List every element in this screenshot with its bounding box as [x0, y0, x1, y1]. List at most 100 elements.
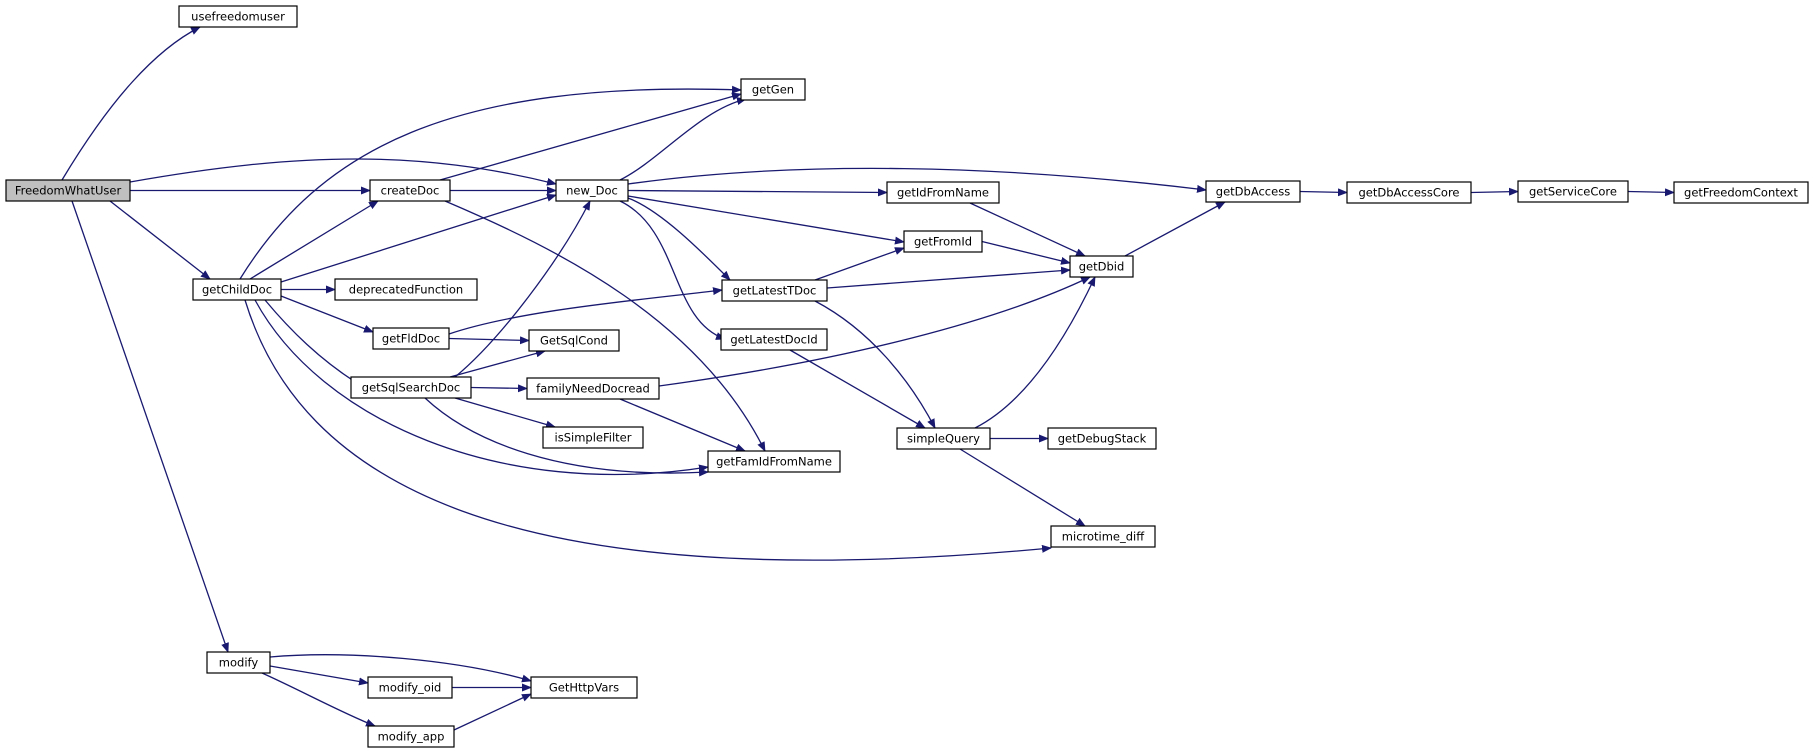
node-label: getFromId: [914, 235, 972, 249]
node-box[interactable]: [1517, 180, 1629, 203]
node-getDbAccess[interactable]: getDbAccess: [1205, 180, 1301, 203]
edge-createDoc-to-getGen: [439, 92, 742, 181]
node-getIdFromName[interactable]: getIdFromName: [886, 181, 1000, 204]
node-label: getDbAccessCore: [1358, 186, 1459, 200]
node-getLatestTDoc[interactable]: getLatestTDoc: [721, 279, 828, 302]
edge-modify_app-to-GetHttpVars: [453, 693, 532, 731]
node-box[interactable]: [528, 329, 620, 352]
edge-getServiceCore-to-getFreedomContext: [1627, 188, 1675, 197]
node-label: getDbAccess: [1216, 185, 1290, 199]
node-box[interactable]: [530, 676, 638, 699]
node-box[interactable]: [903, 230, 983, 253]
edge-getChildDoc-to-getFamIdFromName: [254, 299, 709, 476]
nodes-layer: FreedomWhatUser usefreedomuser getGen creat…: [5, 5, 1809, 748]
node-getDebugStack[interactable]: getDebugStack: [1047, 427, 1157, 450]
node-label: GetSqlCond: [540, 334, 608, 348]
edge-new_Doc-to-getLatestTDoc: [627, 197, 731, 281]
node-getChildDoc[interactable]: getChildDoc: [192, 278, 282, 301]
node-box[interactable]: [1069, 255, 1134, 278]
node-GetHttpVars[interactable]: GetHttpVars: [530, 676, 638, 699]
node-box[interactable]: [206, 651, 271, 674]
node-box[interactable]: [721, 279, 828, 302]
node-modify[interactable]: modify: [206, 651, 271, 674]
node-modify_app[interactable]: modify_app: [367, 725, 455, 748]
node-box[interactable]: [178, 5, 298, 28]
node-label: createDoc: [381, 184, 440, 198]
node-box[interactable]: [542, 426, 644, 449]
edge-getChildDoc-to-new_Doc: [280, 193, 557, 283]
node-box[interactable]: [555, 179, 629, 202]
node-box[interactable]: [707, 450, 841, 473]
node-box[interactable]: [350, 376, 472, 399]
node-label: deprecatedFunction: [349, 283, 463, 297]
node-label: FreedomWhatUser: [15, 184, 122, 198]
node-box[interactable]: [720, 328, 828, 351]
node-new_Doc[interactable]: new_Doc: [555, 179, 629, 202]
edge-getChildDoc-to-getGen: [239, 85, 742, 280]
node-label: getFamIdFromName: [716, 455, 832, 469]
node-getDbAccessCore[interactable]: getDbAccessCore: [1346, 181, 1472, 204]
node-GetSqlCond[interactable]: GetSqlCond: [528, 329, 620, 352]
node-getDbid[interactable]: getDbid: [1069, 255, 1134, 278]
edge-getLatestTDoc-to-simpleQuery: [814, 300, 936, 429]
node-box[interactable]: [1050, 525, 1156, 548]
node-box[interactable]: [526, 377, 660, 400]
node-label: isSimpleFilter: [555, 431, 632, 445]
node-box[interactable]: [896, 427, 991, 450]
node-box[interactable]: [740, 78, 806, 101]
node-getSqlSearchDoc[interactable]: getSqlSearchDoc: [350, 376, 472, 399]
node-box[interactable]: [367, 725, 455, 748]
edge-modify-to-modify_oid: [269, 665, 369, 686]
edge-getLatestDocId-to-simpleQuery: [789, 349, 926, 429]
node-simpleQuery[interactable]: simpleQuery: [896, 427, 991, 450]
edges-layer: [61, 26, 1675, 731]
node-label: getChildDoc: [202, 283, 272, 297]
node-deprecatedFunction[interactable]: deprecatedFunction: [334, 278, 478, 301]
node-usefreedomuser[interactable]: usefreedomuser: [178, 5, 298, 28]
edge-new_Doc-to-getGen: [619, 97, 747, 181]
node-getFldDoc[interactable]: getFldDoc: [372, 327, 450, 350]
node-createDoc[interactable]: createDoc: [369, 179, 451, 202]
edge-getSqlSearchDoc-to-getFamIdFromName: [424, 397, 709, 477]
edge-getSqlSearchDoc-to-GetSqlCond: [449, 349, 546, 378]
edge-new_Doc-to-getDbAccess: [627, 167, 1207, 193]
node-box[interactable]: [1047, 427, 1157, 450]
node-getFamIdFromName[interactable]: getFamIdFromName: [707, 450, 841, 473]
edge-getFldDoc-to-GetSqlCond: [448, 336, 530, 345]
node-getFromId[interactable]: getFromId: [903, 230, 983, 253]
node-getFreedomContext[interactable]: getFreedomContext: [1673, 181, 1809, 204]
node-label: getLatestTDoc: [733, 284, 817, 298]
node-getLatestDocId[interactable]: getLatestDocId: [720, 328, 828, 351]
node-getServiceCore[interactable]: getServiceCore: [1517, 180, 1629, 203]
node-box[interactable]: [369, 179, 451, 202]
node-label: getGen: [752, 83, 794, 97]
edge-getChildDoc-to-microtime_diff: [244, 299, 1052, 561]
node-getGen[interactable]: getGen: [740, 78, 806, 101]
node-isSimpleFilter[interactable]: isSimpleFilter: [542, 426, 644, 449]
node-box[interactable]: [367, 676, 453, 699]
node-label: new_Doc: [566, 184, 618, 198]
node-box[interactable]: [192, 278, 282, 301]
edge-getSqlSearchDoc-to-new_Doc: [454, 200, 591, 378]
node-modify_oid[interactable]: modify_oid: [367, 676, 453, 699]
edge-getLatestTDoc-to-getFromId: [814, 247, 905, 281]
node-box[interactable]: [1346, 181, 1472, 204]
edge-getIdFromName-to-getDbid: [969, 202, 1086, 257]
edge-getSqlSearchDoc-to-isSimpleFilter: [454, 397, 556, 429]
edge-getFldDoc-to-getLatestTDoc: [448, 287, 723, 335]
edge-getFromId-to-getDbid: [981, 240, 1071, 265]
node-label: getSqlSearchDoc: [362, 381, 460, 395]
node-box[interactable]: [886, 181, 1000, 204]
node-familyNeedDocread[interactable]: familyNeedDocread: [526, 377, 660, 400]
edge-FreedomWhatUser-to-modify: [71, 200, 229, 653]
node-microtime_diff[interactable]: microtime_diff: [1050, 525, 1156, 548]
node-FreedomWhatUser[interactable]: FreedomWhatUser: [5, 179, 131, 202]
node-box[interactable]: [334, 278, 478, 301]
node-box[interactable]: [1205, 180, 1301, 203]
node-box[interactable]: [372, 327, 450, 350]
node-box[interactable]: [1673, 181, 1809, 204]
edge-modify-to-modify_app: [261, 672, 376, 727]
node-label: getLatestDocId: [730, 333, 817, 347]
edge-getChildDoc-to-getFldDoc: [280, 295, 374, 333]
node-box[interactable]: [5, 179, 131, 202]
